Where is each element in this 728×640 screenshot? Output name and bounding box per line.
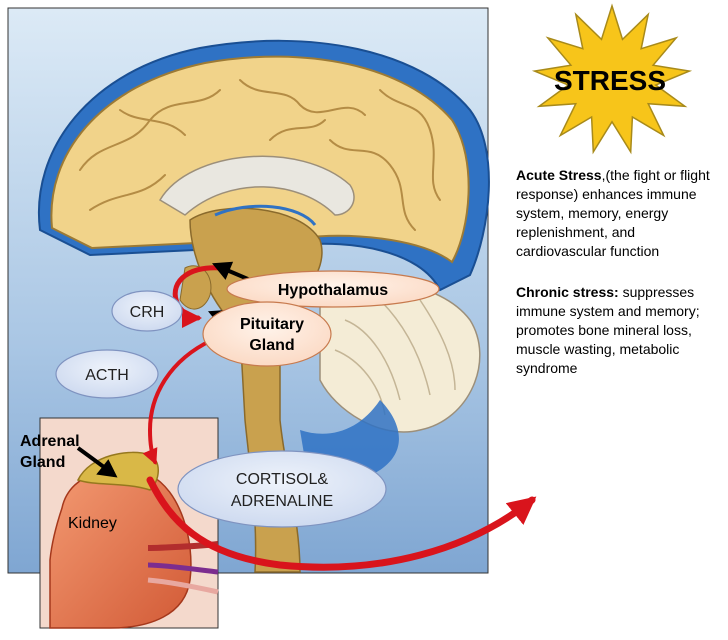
stress-burst: STRESS	[531, 3, 693, 155]
acute-stress-title: Acute Stress	[516, 167, 602, 183]
acute-stress-note: Acute Stress,(the fight or flight respon…	[516, 166, 724, 261]
svg-text:CRH: CRH	[130, 304, 165, 321]
kidney-label: Kidney	[68, 515, 117, 532]
pituitary-to-adrenal-arrow	[142, 338, 214, 465]
svg-text:CORTISOL&: CORTISOL&	[236, 471, 329, 488]
chronic-stress-text: suppresses immune system and memory; pro…	[516, 284, 700, 376]
hypothalamus-label: Hypothalamus	[226, 270, 440, 308]
starburst-shape	[531, 3, 693, 155]
pituitary-label: Pituitary Gland	[202, 301, 332, 367]
svg-text:Pituitary: Pituitary	[240, 316, 304, 333]
svg-text:ACTH: ACTH	[85, 367, 129, 384]
svg-text:Hypothalamus: Hypothalamus	[278, 282, 388, 299]
svg-text:Kidney: Kidney	[68, 515, 117, 532]
cortisol-outflow-arrow	[146, 476, 537, 571]
adrenal-gland-label: Adrenal Gland	[20, 433, 80, 471]
acth-label: ACTH	[55, 349, 159, 399]
svg-text:ADRENALINE: ADRENALINE	[231, 493, 333, 510]
svg-text:Gland: Gland	[20, 454, 65, 471]
chronic-stress-title: Chronic stress:	[516, 284, 619, 300]
chronic-stress-note: Chronic stress: suppresses immune system…	[516, 283, 724, 378]
acute-stress-text: ,(the fight or flight response) enhances…	[516, 167, 710, 259]
hormones-label: CORTISOL& ADRENALINE	[177, 450, 387, 528]
svg-text:STRESS: STRESS	[554, 65, 666, 96]
kidney-inset	[39, 417, 219, 629]
svg-text:Adrenal: Adrenal	[20, 433, 80, 450]
svg-text:Gland: Gland	[249, 337, 294, 354]
crh-label: CRH	[111, 290, 183, 332]
